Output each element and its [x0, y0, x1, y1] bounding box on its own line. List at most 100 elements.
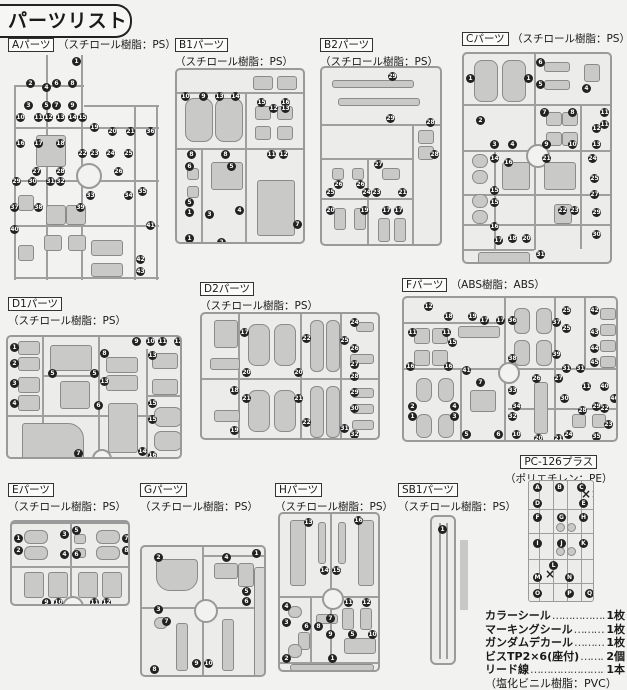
part-number-marker: 22 [78, 149, 87, 158]
part-number-marker: 12 [102, 598, 111, 606]
part-number-marker: 41 [146, 221, 155, 230]
part-number-marker: 9 [199, 92, 208, 101]
part-number-marker: 21 [554, 434, 563, 442]
part-piece [472, 170, 488, 184]
part-number-marker: 5 [242, 587, 251, 596]
part-number-marker: 1 [252, 549, 261, 558]
part-number-marker: 12 [424, 302, 433, 311]
part-number-marker: 31 [576, 364, 585, 373]
part-number-marker: 11 [267, 150, 276, 159]
part-number-marker: 4 [222, 553, 231, 562]
part-piece [277, 76, 297, 90]
cross-mark-icon: × [545, 567, 555, 581]
runner-frame [584, 298, 586, 368]
part-number-marker: 6 [494, 430, 503, 439]
runner-frame [529, 509, 594, 510]
part-piece [416, 414, 432, 438]
part-number-marker: 7 [540, 108, 549, 117]
part-number-marker: 20 [108, 127, 117, 136]
part-piece [358, 520, 374, 586]
part-number-marker: K [579, 539, 588, 548]
part-number-marker: J [557, 539, 566, 548]
part-number-marker: 20 [326, 206, 335, 215]
part-number-marker: 17 [34, 139, 43, 148]
part-number-marker: 25 [326, 188, 335, 197]
part-piece [567, 547, 576, 556]
part-number-marker: 6 [52, 79, 61, 88]
part-number-marker: 10 [512, 430, 521, 439]
section-a-parts: Aパーツ （スチロール樹脂：PS） [8, 38, 176, 52]
part-number-marker: 3 [282, 618, 291, 627]
part-number-marker: 29 [592, 402, 601, 411]
part-piece [458, 326, 500, 338]
leader-dots: …………………………… [574, 623, 606, 637]
section-c-parts: Cパーツ （スチロール樹脂：PS） [462, 32, 627, 46]
part-tag: Eパーツ [8, 483, 54, 497]
runner-frame [322, 198, 412, 200]
runner-c: 1 1 6 5 4 7 8 11 11 2 3 4 12 13 9 10 14 … [462, 52, 612, 264]
part-piece [572, 414, 586, 428]
part-tag: B1パーツ [175, 38, 228, 52]
part-piece [185, 98, 213, 142]
part-piece [514, 340, 530, 366]
part-piece [24, 572, 44, 598]
part-number-marker: 15 [257, 98, 266, 107]
part-number-marker: 44 [590, 344, 599, 353]
part-number-marker: 3 [60, 530, 69, 539]
part-number-marker: 5 [42, 101, 51, 110]
part-number-marker: 4 [508, 140, 517, 149]
part-number-marker: 1 [328, 654, 337, 663]
part-number-marker: 5 [462, 430, 471, 439]
part-piece [338, 522, 346, 564]
part-piece [44, 235, 62, 251]
runner-frame [580, 104, 582, 249]
part-piece [102, 572, 122, 598]
part-piece [360, 608, 372, 630]
part-piece [18, 341, 40, 355]
part-piece [238, 563, 254, 587]
part-number-marker: 4 [60, 550, 69, 559]
part-number-marker: 7 [476, 378, 485, 387]
part-number-marker: 23 [372, 188, 381, 197]
part-piece [68, 235, 86, 251]
part-number-marker: 1 [14, 534, 23, 543]
part-number-marker: 17 [394, 206, 403, 215]
part-number-marker: 16 [16, 139, 25, 148]
part-piece [156, 559, 198, 591]
part-number-marker: 8 [314, 622, 323, 631]
part-number-marker: 17 [480, 316, 489, 325]
part-piece [474, 60, 498, 102]
part-number-marker: 2 [10, 359, 19, 368]
part-number-marker: 8 [568, 108, 577, 117]
part-number-marker: 34 [512, 402, 521, 411]
part-number-marker: 30 [592, 230, 601, 239]
part-piece [534, 382, 548, 434]
part-piece [556, 523, 565, 532]
part-number-marker: 17 [494, 236, 503, 245]
part-number-marker: 1 [72, 57, 81, 66]
part-number-marker: 37 [10, 203, 19, 212]
runner-b1: 10 9 13 14 15 16 12 13 8 8 11 12 6 5 5 1… [175, 68, 305, 244]
part-number-marker: 25 [124, 149, 133, 158]
part-number-marker: 26 [114, 167, 123, 176]
part-number-marker: 10 [181, 92, 190, 101]
part-number-marker: 14 [490, 154, 499, 163]
leader-dots: …………………………… [580, 650, 605, 664]
section-f-parts: Fパーツ （ABS樹脂：ABS） [402, 278, 545, 292]
runner-frame [439, 523, 441, 659]
part-number-marker: 16 [504, 158, 513, 167]
part-piece [254, 567, 266, 677]
accessory-item: ガンダムデカール……………………………1枚 [485, 636, 625, 650]
part-number-marker: 41 [462, 366, 471, 375]
part-number-marker: 2 [282, 654, 291, 663]
part-number-marker: 32 [508, 412, 517, 421]
part-number-marker: 12 [174, 337, 182, 346]
part-number-marker: 11 [158, 337, 167, 346]
part-number-marker: 24 [106, 149, 115, 158]
part-tag: Fパーツ [402, 278, 447, 292]
part-number-marker: 7 [74, 449, 83, 458]
part-number-marker: 10 [54, 598, 63, 606]
part-piece [342, 608, 354, 630]
part-number-marker: 33 [508, 386, 517, 395]
part-number-marker: 5 [348, 630, 357, 639]
